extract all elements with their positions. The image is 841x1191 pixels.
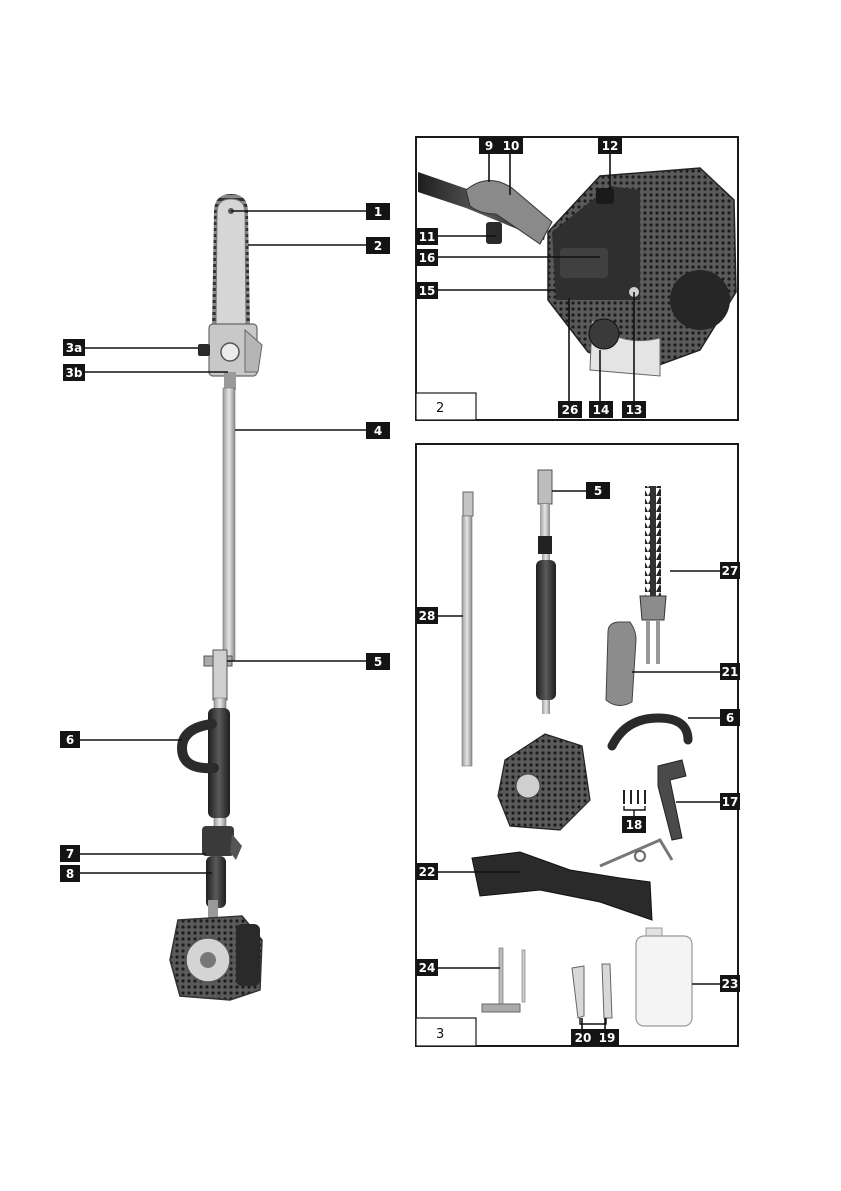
label-6: 6 (60, 731, 80, 748)
label-13: 13 (622, 401, 646, 418)
svg-text:5: 5 (374, 655, 382, 669)
figure-1-pole-saw (170, 194, 262, 1000)
svg-text:28: 28 (419, 609, 436, 623)
shoulder-strap-illustration (472, 840, 672, 920)
svg-text:19: 19 (599, 1031, 616, 1045)
label-3a: 3a (63, 339, 85, 356)
figure-3-parts: 3 (416, 444, 738, 1046)
label-7: 7 (60, 845, 80, 862)
side-handle-illustration (658, 760, 686, 840)
label-18: 18 (622, 816, 646, 833)
throttle-handle-illustration (202, 826, 242, 908)
svg-text:27: 27 (722, 564, 739, 578)
label-12: 12 (598, 137, 622, 154)
svg-text:4: 4 (374, 424, 382, 438)
label-28: 28 (416, 607, 438, 624)
figure-2-engine-detail: 2 (416, 137, 738, 420)
label-19: 19 (595, 1029, 619, 1046)
guide-bar-illustration (212, 194, 250, 328)
svg-text:3b: 3b (66, 366, 83, 380)
wrenches-illustration (572, 964, 612, 1024)
label-17: 17 (720, 793, 740, 810)
engine-illustration (170, 900, 262, 1000)
engine-detail-illustration (418, 168, 736, 376)
svg-text:13: 13 (626, 403, 643, 417)
svg-text:2: 2 (374, 239, 382, 253)
upper-shaft-illustration (223, 388, 235, 660)
shaft-coupling-illustration (204, 650, 232, 700)
tools-illustration (482, 948, 525, 1012)
svg-text:20: 20 (575, 1031, 592, 1045)
label-9: 9 (479, 137, 499, 154)
svg-text:10: 10 (503, 139, 520, 153)
svg-text:8: 8 (66, 867, 74, 881)
svg-text:6: 6 (66, 733, 74, 747)
svg-text:3: 3 (436, 1027, 444, 1042)
extension-pole-illustration (462, 492, 473, 766)
svg-text:24: 24 (419, 961, 436, 975)
label-5-figure-3: 5 (586, 482, 610, 499)
label-23: 23 (720, 975, 740, 992)
svg-text:3a: 3a (66, 341, 82, 355)
label-3b: 3b (63, 364, 85, 381)
label-8: 8 (60, 865, 80, 882)
screws-illustration (624, 790, 645, 816)
svg-text:14: 14 (593, 403, 610, 417)
svg-text:16: 16 (419, 251, 436, 265)
svg-text:21: 21 (722, 665, 739, 679)
label-1: 1 (366, 203, 390, 220)
svg-text:18: 18 (626, 818, 643, 832)
svg-text:2: 2 (436, 401, 444, 416)
label-14: 14 (589, 401, 613, 418)
label-15: 15 (416, 282, 438, 299)
svg-text:7: 7 (66, 847, 74, 861)
label-5: 5 (366, 653, 390, 670)
label-11: 11 (416, 228, 438, 245)
label-6-figure-3: 6 (720, 709, 740, 726)
svg-text:11: 11 (419, 230, 436, 244)
label-4: 4 (366, 422, 390, 439)
figure-3-number-tag: 3 (416, 1018, 476, 1046)
chain-cover-illustration (606, 622, 636, 706)
svg-text:9: 9 (485, 139, 493, 153)
power-unit-illustration (498, 470, 590, 830)
svg-text:1: 1 (374, 205, 382, 219)
hedge-trimmer-illustration (640, 486, 666, 664)
svg-text:6: 6 (726, 711, 734, 725)
figure-2-number-tag: 2 (416, 393, 476, 420)
svg-text:12: 12 (602, 139, 619, 153)
loop-handle-part-illustration (612, 718, 688, 746)
svg-text:22: 22 (419, 865, 436, 879)
saw-head-illustration (198, 324, 262, 390)
label-20: 20 (571, 1029, 595, 1046)
svg-text:5: 5 (594, 484, 602, 498)
label-16: 16 (416, 249, 438, 266)
label-26: 26 (558, 401, 582, 418)
label-21: 21 (720, 663, 740, 680)
label-24: 24 (416, 959, 438, 976)
svg-text:17: 17 (722, 795, 739, 809)
svg-text:15: 15 (419, 284, 436, 298)
oil-mixing-bottle-illustration (636, 928, 692, 1026)
label-10: 10 (499, 137, 523, 154)
label-27: 27 (720, 562, 740, 579)
label-22: 22 (416, 863, 438, 880)
svg-text:26: 26 (562, 403, 579, 417)
label-2: 2 (366, 237, 390, 254)
svg-text:23: 23 (722, 977, 739, 991)
